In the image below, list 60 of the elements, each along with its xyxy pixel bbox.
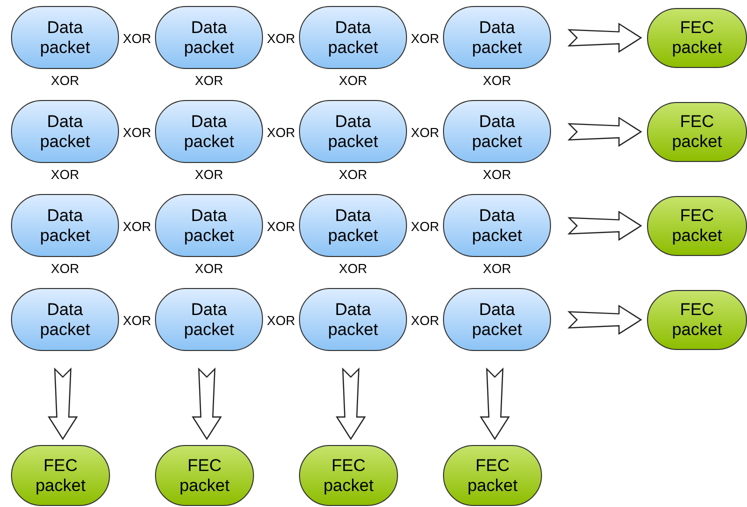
- node-label: FEC packet: [466, 456, 519, 496]
- operator-label: XOR: [122, 220, 152, 234]
- operator-label: XOR: [50, 262, 80, 276]
- block-arrow: [568, 116, 642, 147]
- node-label: FEC packet: [322, 456, 375, 496]
- node-label: Data packet: [38, 112, 92, 152]
- operator-label: XOR: [482, 74, 512, 88]
- operator-label: XOR: [410, 314, 440, 328]
- packet-node: [647, 290, 747, 350]
- block-arrow: [48, 367, 78, 440]
- block-arrow: [568, 22, 642, 53]
- operator-label: XOR: [266, 220, 296, 234]
- block-arrow: [336, 367, 366, 440]
- node-label: FEC packet: [670, 18, 724, 58]
- node-label: Data packet: [470, 300, 524, 340]
- operator-label: XOR: [194, 74, 224, 88]
- operator-label: XOR: [194, 168, 224, 182]
- node-label: Data packet: [182, 112, 236, 152]
- node-label: Data packet: [182, 18, 236, 58]
- operator-label: XOR: [122, 32, 152, 46]
- node-label: Data packet: [326, 300, 380, 340]
- node-label: Data packet: [38, 18, 92, 58]
- packet-node: [647, 8, 747, 68]
- operator-label: XOR: [50, 74, 80, 88]
- block-arrow: [568, 304, 642, 335]
- node-label: Data packet: [470, 112, 524, 152]
- node-label: Data packet: [326, 206, 380, 246]
- operator-label: XOR: [122, 126, 152, 140]
- node-label: FEC packet: [178, 456, 231, 496]
- operator-label: XOR: [482, 262, 512, 276]
- operator-label: XOR: [410, 126, 440, 140]
- node-label: Data packet: [326, 112, 380, 152]
- operator-label: XOR: [266, 32, 296, 46]
- node-label: FEC packet: [670, 206, 724, 246]
- node-label: Data packet: [182, 206, 236, 246]
- packet-node: [647, 196, 747, 256]
- operator-label: XOR: [122, 314, 152, 328]
- node-label: FEC packet: [670, 300, 724, 340]
- operator-label: XOR: [266, 314, 296, 328]
- packet-node: [647, 102, 747, 162]
- node-label: Data packet: [182, 300, 236, 340]
- operator-label: XOR: [410, 220, 440, 234]
- operator-label: XOR: [194, 262, 224, 276]
- node-label: Data packet: [470, 18, 524, 58]
- block-arrow: [480, 367, 510, 440]
- block-arrow: [192, 367, 222, 440]
- node-label: Data packet: [326, 18, 380, 58]
- operator-label: XOR: [338, 74, 368, 88]
- node-label: Data packet: [470, 206, 524, 246]
- operator-label: XOR: [266, 126, 296, 140]
- operator-label: XOR: [482, 168, 512, 182]
- node-label: FEC packet: [670, 112, 724, 152]
- operator-label: XOR: [338, 262, 368, 276]
- node-label: FEC packet: [34, 456, 87, 496]
- operator-label: XOR: [50, 168, 80, 182]
- node-label: Data packet: [38, 300, 92, 340]
- operator-label: XOR: [410, 32, 440, 46]
- block-arrow: [568, 210, 642, 241]
- node-label: Data packet: [38, 206, 92, 246]
- operator-label: XOR: [338, 168, 368, 182]
